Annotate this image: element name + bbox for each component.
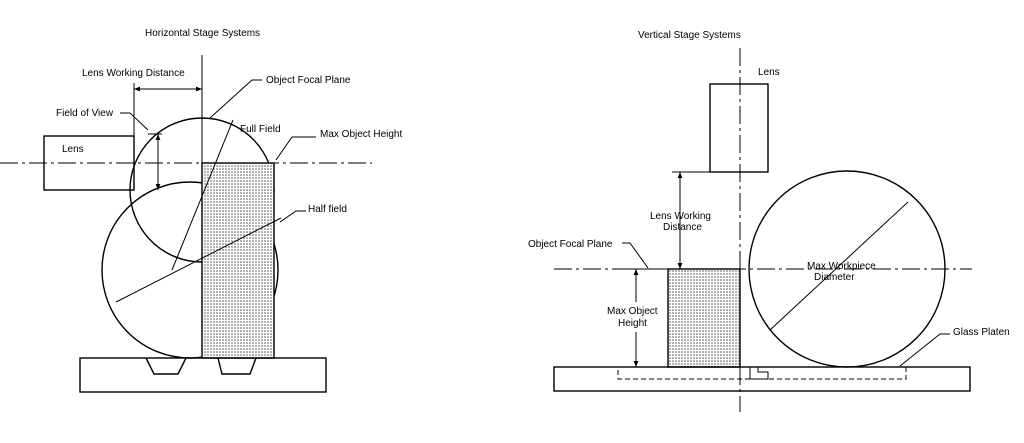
object-block (201, 162, 275, 359)
half-field-diameter (115, 217, 282, 303)
vertical-lens-label: Lens (758, 67, 780, 78)
vertical-lwd-label-2: Distance (663, 222, 702, 233)
platen-clamp (749, 366, 769, 380)
half-field-leader (279, 210, 306, 223)
workpiece-diameter-line (769, 201, 909, 331)
glass-platen-label: Glass Platen (953, 327, 1010, 338)
lens-working-distance-label: Lens Working Distance (82, 68, 185, 79)
horizontal-stage-title: Horizontal Stage Systems (145, 28, 260, 39)
max-object-height-leader (275, 136, 316, 161)
max-workpiece-label-1: Max Workpiece (807, 261, 876, 272)
vertical-focal-plane-leader (622, 242, 649, 269)
v-block-right (217, 357, 257, 375)
horizontal-stage-base (79, 357, 327, 393)
vertical-max-object-height-label-1: Max Object (607, 306, 658, 317)
lens-label: Lens (62, 144, 84, 155)
object-focal-plane-label: Object Focal Plane (266, 75, 351, 86)
vertical-max-object-height-label-2: Height (618, 318, 647, 329)
max-workpiece-label-2: Diameter (814, 272, 855, 283)
fov-leader (120, 112, 149, 131)
field-of-view-label: Field of View (56, 108, 114, 119)
v-block-left (145, 357, 187, 375)
horizontal-stage-diagram: Horizontal Stage Systems Lens Lens Worki… (0, 28, 402, 393)
label-background (600, 302, 666, 332)
max-object-height-label: Max Object Height (320, 129, 402, 140)
vertical-lens-box (709, 83, 769, 173)
glass-platen-recess (617, 366, 907, 380)
vertical-stage-diagram: Vertical Stage Systems Lens Lens Working… (528, 30, 1010, 412)
lens-box (43, 135, 135, 191)
vertical-object-focal-plane-label: Object Focal Plane (528, 239, 613, 250)
vertical-stage-title: Vertical Stage Systems (638, 30, 741, 41)
full-field-label: Full Field (240, 124, 281, 135)
full-field-diameter (171, 119, 234, 271)
half-field-label: Half field (308, 204, 347, 215)
glass-platen-leader (899, 333, 950, 367)
vertical-lwd-label-1: Lens Working (650, 211, 711, 222)
focal-plane-leader (209, 79, 262, 119)
vertical-object-block (667, 268, 741, 368)
